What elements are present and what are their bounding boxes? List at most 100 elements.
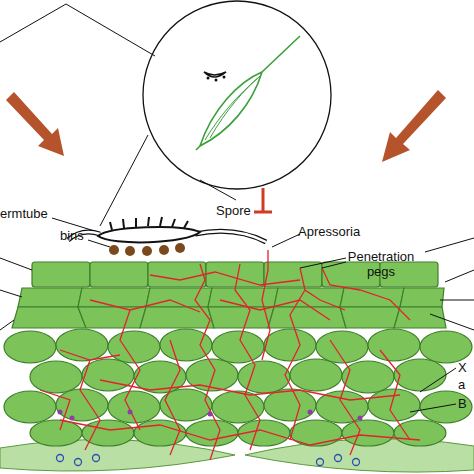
part-label: B	[458, 396, 474, 411]
hypha	[60, 420, 420, 445]
zoom-circle	[143, 1, 331, 189]
hypha	[262, 250, 270, 360]
vascular-contents	[57, 410, 363, 466]
mesophyll-cell	[186, 420, 238, 446]
crescent-dot	[215, 79, 218, 82]
leader-line	[200, 180, 236, 200]
mesophyll-cell	[238, 361, 290, 393]
part-label: Apressoria	[298, 224, 378, 239]
leader-line	[425, 238, 474, 252]
mesophyll-cell	[290, 359, 342, 391]
mesophyll-cell	[394, 420, 446, 446]
leader-line	[272, 234, 300, 247]
mesophyll-cell	[212, 331, 264, 363]
xylem-vessel	[335, 455, 342, 462]
mesophyll-cell	[108, 331, 160, 363]
leader-line	[440, 300, 474, 301]
hypha	[165, 340, 180, 455]
xylem-vessel	[75, 459, 82, 466]
mesophyll-cell	[4, 331, 56, 363]
germ-tube-outline	[195, 231, 266, 242]
hypha	[150, 272, 300, 285]
brown-spore	[125, 246, 135, 256]
part-label: bins	[60, 228, 100, 243]
mesophyll-cell	[342, 420, 394, 446]
xylem-vessel	[57, 455, 64, 462]
cortex-cell	[78, 288, 150, 307]
mesophyll-cell	[56, 329, 108, 361]
mesophyll-cell	[82, 359, 134, 391]
purple-dot	[128, 410, 133, 415]
cortex-cell	[208, 288, 278, 307]
xylem-vessel	[317, 459, 324, 466]
part-label: ermtube	[0, 206, 70, 221]
cortex-cell	[400, 288, 444, 307]
brown-spore	[109, 245, 119, 255]
green-conidium	[200, 72, 262, 146]
spore-bristles	[110, 217, 188, 230]
part-label: a	[458, 377, 474, 392]
hypha	[285, 268, 345, 440]
cortex-cell	[12, 307, 86, 328]
brown-spore	[142, 246, 152, 256]
small-crescent	[204, 72, 226, 77]
part-label: Penetration pegs	[340, 249, 422, 279]
purple-dot	[208, 412, 213, 417]
leader-line	[300, 258, 346, 268]
magnified-view	[143, 1, 331, 189]
purple-dot	[358, 416, 363, 421]
leader-line	[430, 314, 474, 330]
leader-line	[0, 320, 14, 330]
brown-spore	[175, 243, 185, 253]
mesophyll-cell	[290, 420, 342, 446]
brown-arrow	[6, 92, 64, 156]
mesophyll-cell	[30, 420, 82, 446]
mesophyll-cell	[212, 391, 264, 423]
cortex-cell	[268, 307, 346, 328]
crescent-dot	[223, 76, 226, 79]
leader-line	[420, 368, 456, 392]
leader-line	[0, 258, 32, 270]
leader-line	[0, 290, 22, 297]
leader-lines	[0, 4, 474, 412]
leader-line	[0, 4, 155, 56]
germ-tube	[195, 231, 266, 242]
mesophyll-cells	[4, 329, 472, 446]
conidium-stalk	[196, 36, 300, 150]
cortex-cell	[340, 307, 400, 328]
purple-dot	[308, 410, 313, 415]
epidermal-cell	[148, 262, 206, 287]
hypha	[100, 380, 400, 400]
conidium-striation	[205, 76, 260, 140]
spore-on-surface	[68, 217, 266, 256]
epidermal-cell	[90, 262, 148, 287]
purple-dot	[70, 416, 75, 421]
part-label: X	[458, 360, 474, 375]
brown-spore	[159, 245, 169, 255]
leader-line	[100, 135, 148, 226]
xylem-vessel	[353, 459, 360, 466]
mesophyll-cell	[342, 361, 394, 393]
mesophyll-cell	[30, 361, 82, 393]
epidermal-cell	[32, 262, 90, 287]
hypha	[220, 300, 330, 320]
hypha	[195, 264, 220, 460]
inhibition-symbol	[254, 188, 272, 212]
leader-line	[445, 270, 474, 282]
mesophyll-cell	[420, 331, 472, 363]
hypha	[235, 264, 260, 450]
mesophyll-cell	[264, 329, 316, 361]
inhibition-mark	[254, 188, 272, 212]
mesophyll-cell	[394, 359, 446, 391]
hypha	[40, 390, 70, 430]
leader-line	[88, 240, 110, 247]
brown-arrow	[382, 90, 446, 162]
mesophyll-cell	[368, 329, 420, 361]
spore-body	[98, 227, 200, 242]
cortex-cell	[78, 307, 146, 328]
brown-arrows	[6, 90, 446, 162]
fungal-hyphae	[40, 250, 420, 460]
cortex-cell	[18, 288, 82, 307]
xylem-vessel	[93, 455, 100, 462]
